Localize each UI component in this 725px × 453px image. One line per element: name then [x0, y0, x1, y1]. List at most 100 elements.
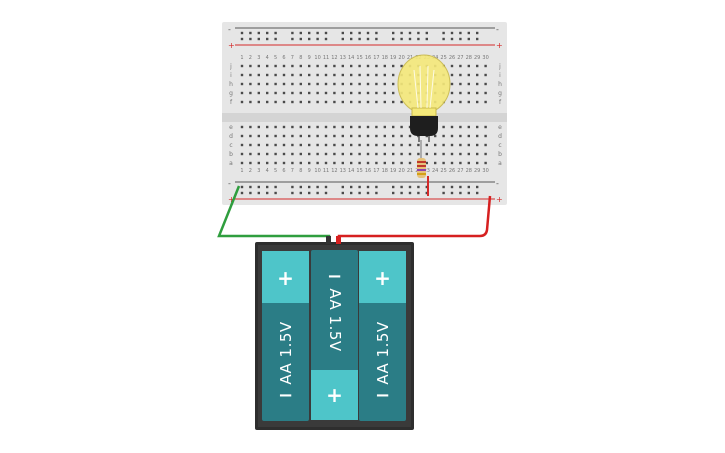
breadboard-hole [308, 73, 311, 77]
breadboard-hole [299, 191, 302, 195]
breadboard-hole [350, 143, 353, 147]
breadboard-hole [476, 64, 479, 68]
column-number: 13 [340, 168, 346, 174]
column-number: 5 [274, 55, 277, 61]
breadboard-hole [274, 125, 277, 129]
breadboard-hole [450, 161, 454, 165]
breadboard-hole [350, 134, 353, 138]
breadboard-hole [274, 31, 277, 35]
breadboard-hole [266, 91, 269, 95]
column-number: 3 [257, 55, 260, 61]
rail-plus-label: + [228, 195, 235, 204]
breadboard-hole [341, 185, 344, 189]
breadboard-hole [274, 191, 277, 195]
breadboard-hole [308, 161, 311, 165]
breadboard-hole [257, 64, 260, 68]
rail-plus-label: + [496, 195, 503, 204]
breadboard-hole [333, 125, 336, 129]
row-letter: f [499, 99, 502, 106]
breadboard-hole [316, 185, 319, 189]
breadboard-hole [266, 185, 269, 189]
breadboard-hole [324, 100, 328, 104]
column-number: 4 [266, 55, 269, 61]
breadboard-hole [350, 100, 353, 104]
breadboard-hole [324, 37, 328, 41]
breadboard-hole [240, 191, 244, 195]
wire-red[interactable] [337, 195, 492, 240]
breadboard-hole [299, 125, 302, 129]
row-letter: b [498, 151, 502, 158]
breadboard-hole [450, 73, 454, 77]
breadboard-hole [450, 152, 454, 156]
breadboard-hole [442, 134, 445, 138]
breadboard-hole [324, 82, 328, 86]
breadboard-hole [257, 91, 260, 95]
breadboard-hole [400, 143, 403, 147]
breadboard-hole [467, 64, 470, 68]
breadboard-hole [299, 152, 302, 156]
breadboard-hole [266, 73, 269, 77]
breadboard-hole [341, 73, 344, 77]
breadboard-hole [459, 37, 462, 41]
breadboard-hole [257, 82, 260, 86]
breadboard-hole [249, 143, 252, 147]
breadboard-hole [450, 91, 454, 95]
breadboard-hole [274, 185, 277, 189]
breadboard-hole [484, 152, 487, 156]
breadboard-hole [350, 152, 353, 156]
column-number: 27 [457, 168, 463, 174]
breadboard-hole [366, 37, 370, 41]
breadboard-hole [383, 152, 386, 156]
breadboard-hole [476, 125, 479, 129]
breadboard-hole [392, 100, 395, 104]
breadboard-hole [442, 152, 445, 156]
row-letter: i [230, 72, 232, 79]
light-bulb[interactable] [397, 54, 451, 142]
breadboard-hole [257, 161, 260, 165]
column-number: 30 [482, 168, 488, 174]
breadboard-hole [358, 37, 361, 41]
column-number: 18 [382, 168, 388, 174]
breadboard-hole [299, 143, 302, 147]
breadboard-hole [316, 152, 319, 156]
breadboard-hole [366, 143, 370, 147]
breadboard-hole [375, 82, 378, 86]
breadboard-hole [358, 64, 361, 68]
battery-cap [359, 251, 406, 303]
breadboard-hole [476, 191, 479, 195]
battery-label: AA 1.5V [373, 321, 392, 385]
breadboard-hole [341, 100, 344, 104]
breadboard-hole [467, 125, 470, 129]
breadboard-hole [282, 64, 286, 68]
breadboard-hole [324, 191, 328, 195]
breadboard-hole [333, 152, 336, 156]
breadboard-hole [434, 134, 437, 138]
breadboard-hole [375, 191, 378, 195]
column-number: 13 [340, 55, 346, 61]
breadboard-hole [425, 191, 428, 195]
breadboard[interactable]: -+-+-+-+11223344556677889910101111121213… [222, 22, 507, 205]
breadboard-hole [240, 100, 244, 104]
breadboard-hole [350, 73, 353, 77]
battery-pack[interactable] [255, 236, 414, 430]
battery-cap [311, 370, 358, 420]
breadboard-hole [249, 161, 252, 165]
breadboard-hole [341, 125, 344, 129]
breadboard-hole [467, 37, 470, 41]
breadboard-hole [341, 191, 344, 195]
breadboard-hole [266, 143, 269, 147]
breadboard-hole [249, 191, 252, 195]
resistor[interactable] [417, 140, 429, 196]
battery-label: AA 1.5V [276, 321, 295, 385]
breadboard-hole [249, 134, 252, 138]
row-letter: b [229, 151, 233, 158]
breadboard-hole [282, 100, 286, 104]
breadboard-hole [341, 152, 344, 156]
center-channel [222, 113, 507, 122]
breadboard-hole [299, 82, 302, 86]
bulb-neck [411, 107, 437, 117]
breadboard-hole [240, 125, 244, 129]
breadboard-hole [274, 134, 277, 138]
breadboard-hole [392, 82, 395, 86]
